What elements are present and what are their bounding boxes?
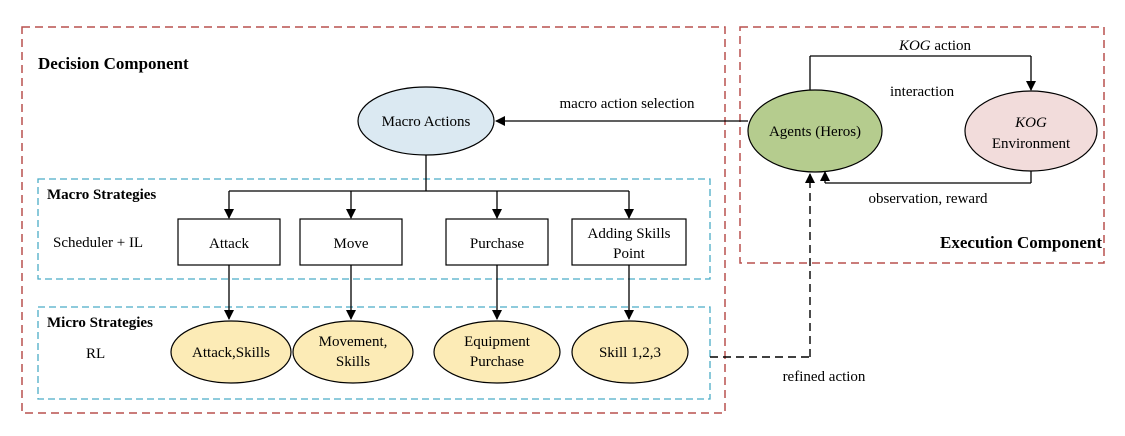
- refined-action-label: refined action: [783, 369, 866, 385]
- kog-action-edge: [809, 55, 1036, 91]
- micro-node-skill-123-label: Skill 1,2,3: [599, 345, 661, 361]
- macro-box-purchase-label: Purchase: [470, 236, 524, 252]
- micro-node-equipment-purchase-line1: Equipment: [464, 334, 531, 350]
- decision-component-title: Decision Component: [38, 54, 189, 73]
- macro-box-adding-skills-point-line1: Adding Skills: [588, 226, 671, 242]
- macro-strategies-method: Scheduler + IL: [53, 235, 143, 251]
- micro-node-movement-skills: [292, 320, 414, 384]
- micro-strategies-method: RL: [86, 346, 105, 362]
- micro-strategies-container: [37, 306, 711, 400]
- micro-node-skill-123: [571, 320, 689, 384]
- environment-node: [964, 90, 1098, 172]
- macro-actions-label: Macro Actions: [382, 114, 471, 130]
- micro-node-equipment-purchase-line2: Purchase: [470, 354, 524, 370]
- macro-strategies-container: [37, 178, 711, 280]
- macro-box-move-label: Move: [334, 236, 369, 252]
- macro-strategies-title: Macro Strategies: [47, 187, 156, 203]
- kog-action-label: KOG action: [898, 38, 972, 54]
- interaction-label: interaction: [890, 84, 955, 100]
- macro-box-adding-skills-point-line2: Point: [613, 246, 646, 262]
- macro-box-adding-skills-point: [571, 218, 687, 266]
- agents-label: Agents (Heros): [769, 124, 861, 140]
- micro-node-movement-skills-line2: Skills: [336, 354, 370, 370]
- macro-box-attack-label: Attack: [209, 236, 249, 252]
- macro-tree-connectors: [224, 155, 634, 219]
- environment-label-line2: Environment: [992, 136, 1071, 152]
- micro-node-attack-skills-label: Attack,Skills: [192, 345, 270, 361]
- micro-strategies-title: Micro Strategies: [47, 315, 153, 331]
- refined-action-edge: [710, 173, 815, 358]
- macro-box-move: [299, 218, 403, 266]
- execution-component-container: [739, 26, 1105, 264]
- macro-to-micro-arrows: [224, 265, 634, 320]
- observation-reward-label: observation, reward: [868, 191, 988, 207]
- observation-reward-edge: [820, 171, 1032, 184]
- micro-node-equipment-purchase: [433, 320, 561, 384]
- environment-label-line1: KOG: [1014, 115, 1047, 131]
- decision-component-container: [21, 26, 726, 414]
- macro-box-purchase: [445, 218, 549, 266]
- execution-component-title: Execution Component: [940, 233, 1102, 252]
- macro-action-selection-label: macro action selection: [560, 96, 695, 112]
- agents-node: [747, 89, 883, 173]
- micro-node-movement-skills-line1: Movement,: [319, 334, 388, 350]
- micro-node-attack-skills: [170, 320, 292, 384]
